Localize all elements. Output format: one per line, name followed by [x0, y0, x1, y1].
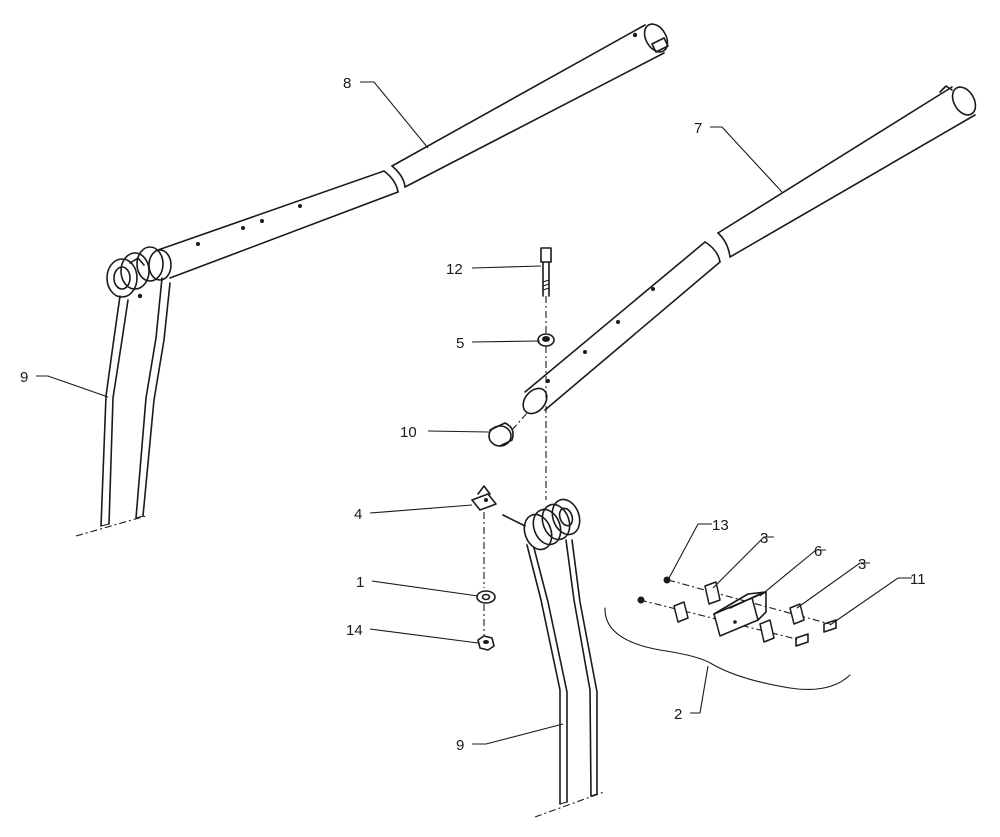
leader-lines: [36, 81, 912, 745]
tine-bar-lower: [522, 85, 977, 415]
callout-4: 4: [354, 506, 362, 523]
callout-14: 14: [346, 622, 363, 639]
callout-10: 10: [400, 424, 417, 441]
tine-bar-upper: [106, 23, 669, 299]
callout-9-lower: 9: [456, 737, 464, 754]
callout-5: 5: [456, 335, 464, 352]
clip-plate: [471, 485, 497, 511]
callout-2: 2: [674, 706, 682, 723]
bolt: [540, 247, 552, 297]
callout-9-left: 9: [20, 369, 28, 386]
hex-nut: [477, 635, 495, 651]
callout-12: 12: [446, 261, 463, 278]
callout-11: 11: [910, 571, 926, 588]
tine-pair-left: [75, 277, 171, 537]
callout-8: 8: [343, 75, 351, 92]
clamp-kit: [604, 576, 851, 690]
callout-1: 1: [356, 574, 364, 591]
end-cap: [488, 422, 514, 447]
callout-13: 13: [712, 517, 729, 534]
spacer-nut: [537, 333, 555, 347]
callout-3-right: 3: [858, 556, 866, 573]
callout-6: 6: [814, 543, 822, 560]
callout-3-left: 3: [760, 530, 768, 547]
tine-pair-lower: [502, 498, 605, 818]
callout-7: 7: [694, 120, 702, 137]
washer: [476, 590, 496, 604]
